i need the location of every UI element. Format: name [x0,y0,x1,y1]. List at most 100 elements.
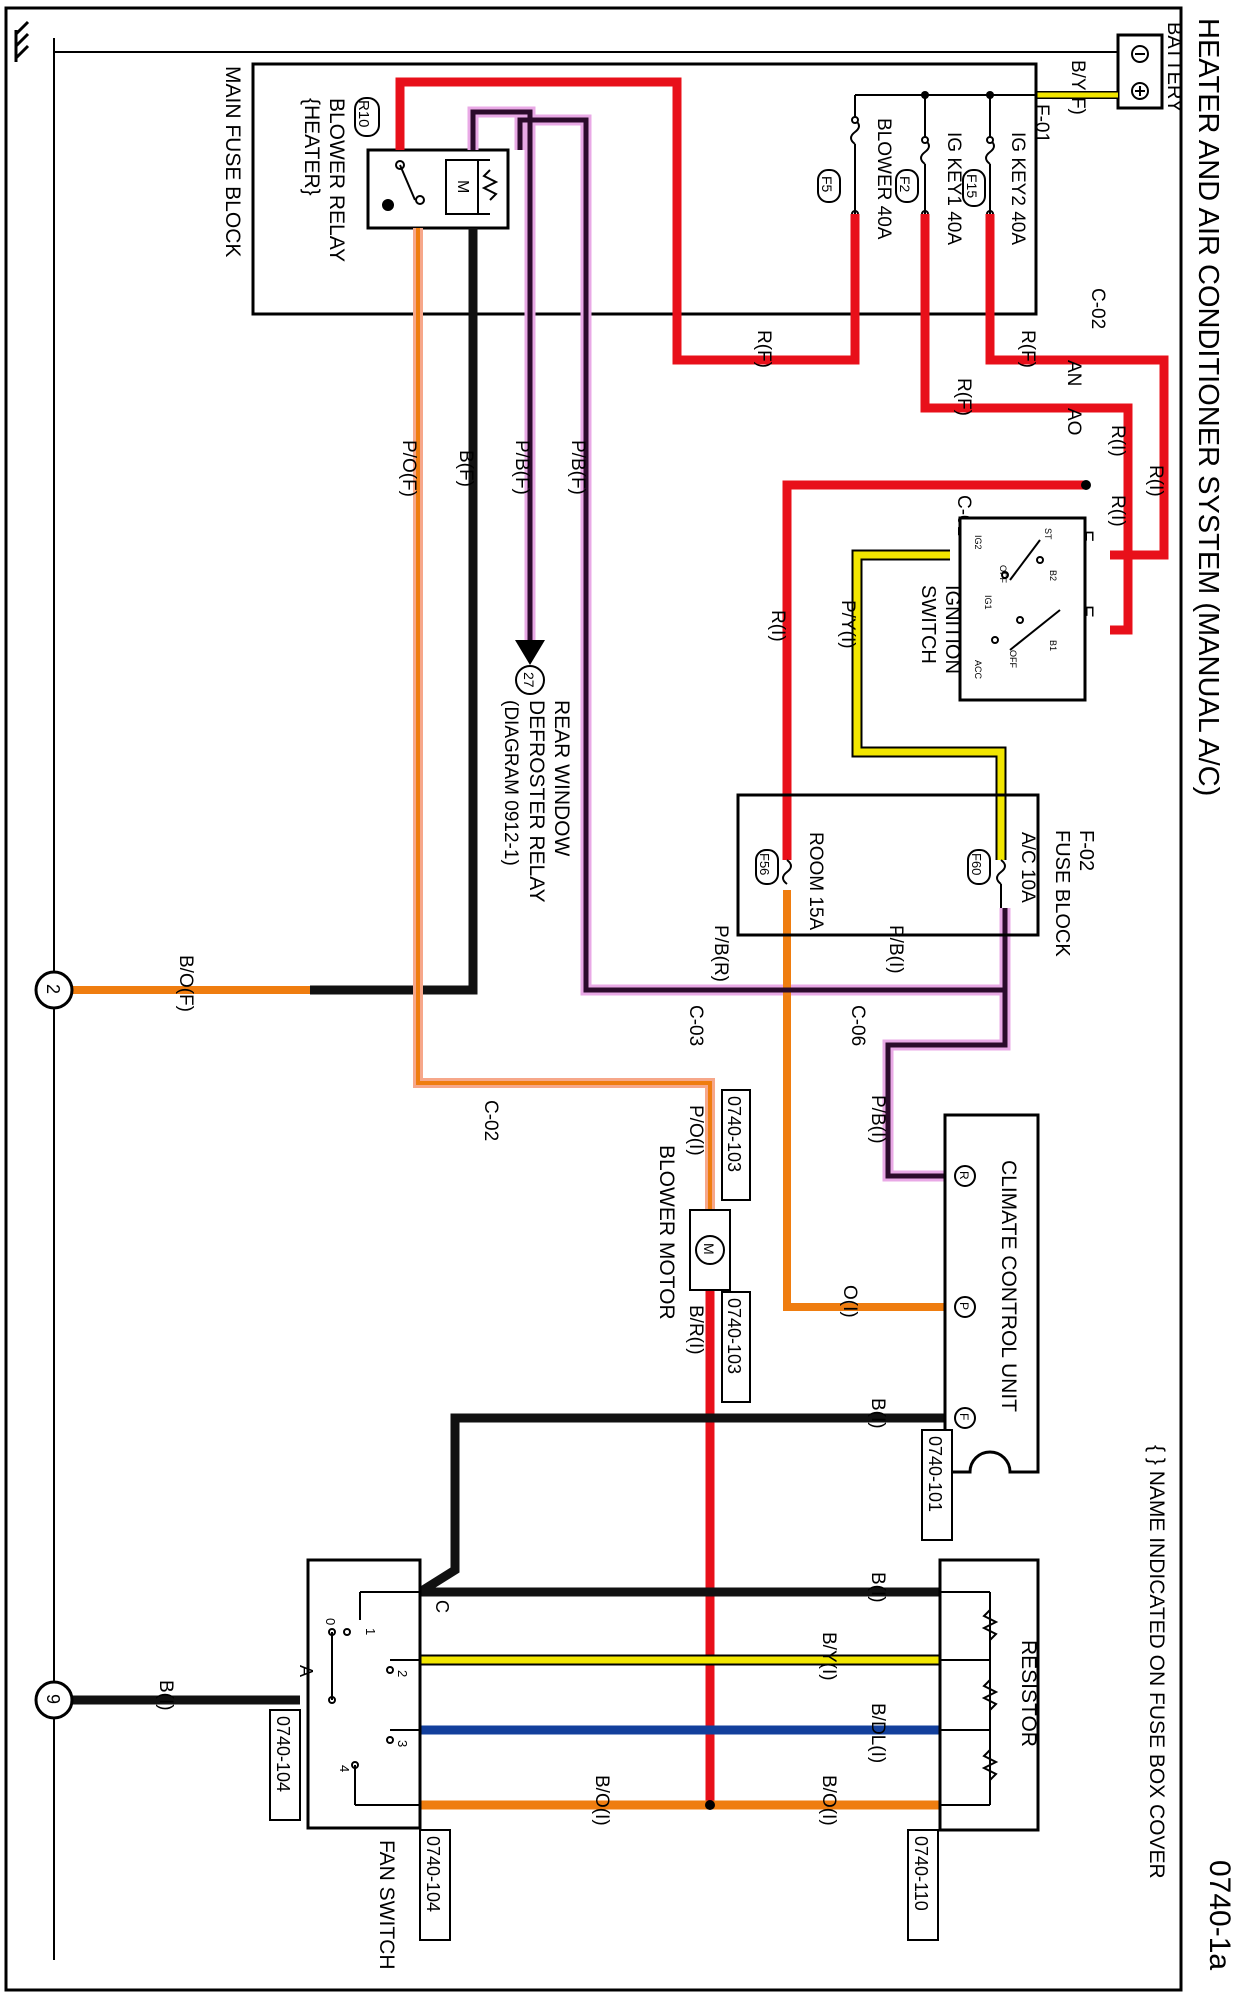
label-bi-1: B(I) [867,1398,888,1429]
relay-id: R10 [355,100,372,128]
fuse-f15-badge [962,169,986,207]
blower-ref-out: 0740-103 [724,1298,744,1374]
climate-pin-f: F [957,1413,971,1420]
fuse-f2-id: F2 [897,176,913,193]
label-rf-3: R(F) [953,378,974,416]
label-pof: P/O(F) [398,440,419,497]
page-title: HEATER AND AIR CONDITIONER SYSTEM (MANUA… [1192,18,1224,796]
fuse-f5-icon [850,116,860,218]
label-bri: B/R(I) [685,1305,706,1355]
ignition-label-1: IGNITION [941,585,963,674]
label-poi: P/O(I) [685,1105,706,1156]
conn-c02-bottom: C-02 [480,1100,501,1141]
fan-ref-c-box [419,1829,451,1941]
fuse-f15-name: IG KEY2 40A [1007,132,1028,245]
climate-pin-f-icon [954,1407,976,1429]
main-fuse-block-label: MAIN FUSE BLOCK [221,66,244,257]
ignition-label-2: SWITCH [917,585,939,664]
defroster-arrow-icon [515,640,545,665]
label-pbi-2: P/B(I) [867,1095,888,1144]
fuse-f5-name: BLOWER 40A [873,118,894,240]
resistor-ref-box [907,1829,939,1941]
fan-pos-2: 2 [395,1670,410,1677]
wire-pbf-defrost [470,109,533,640]
blower-motor-label: BLOWER MOTOR [655,1145,678,1320]
label-bof: B/O(F) [175,955,196,1012]
fan-pos-4: 4 [337,1765,352,1772]
battery-connector-label: F-01 [1031,104,1052,143]
label-rf-2: R(F) [1017,330,1038,368]
fuse-f60-icon [996,859,1006,908]
climate-control-label: CLIMATE CONTROL UNIT [997,1160,1020,1412]
fuse-block-f02-label: FUSE BLOCK [1051,830,1073,957]
label-bi-3: B(I) [155,1680,176,1711]
wire-ig-key2 [985,214,1169,560]
defroster-ref-badge [515,665,545,695]
label-ri-1: R(I) [1145,465,1166,497]
label-byi: B/Y(I) [818,1632,839,1681]
blower-motor-icon [695,1235,725,1265]
fuse-f5-id: F5 [819,176,835,193]
label-ri-3: R(I) [1107,495,1128,527]
battery-label: BATTERY [1163,22,1185,112]
relay-m-symbol: M [454,180,471,193]
climate-ref: 0740-101 [925,1436,945,1512]
ign-pos-off1: OFF [998,565,1008,583]
fan-ref-c: 0740-104 [423,1836,443,1912]
ground-2-icon [34,970,74,1010]
fuse-box-note: { } NAME INDICATED ON FUSE BOX COVER [1145,1445,1168,1879]
fan-ref-a-box [269,1709,301,1821]
climate-pin-p-icon [954,1296,976,1318]
conn-ao: AO [1063,408,1084,435]
ground-9-label: 9 [43,1694,63,1704]
wire-pof [416,228,712,1210]
ign-pos-st: ST [1043,528,1053,540]
main-fuse-block [251,62,1038,316]
ignition-switch [958,516,1087,702]
climate-control-unit [943,1113,1040,1474]
fuse-f56-id: F56 [757,853,772,875]
fan-pin-a: A [296,1665,316,1677]
defroster-line1: REAR WINDOW [550,700,573,857]
label-boi-1: B/O(I) [818,1775,839,1826]
battery-wire-label: B/Y(F) [1067,60,1088,115]
blower-ref-in: 0740-103 [724,1096,744,1172]
fuse-f15-id: F15 [964,174,980,198]
ign-pos-ig1: IG1 [983,595,993,610]
label-pbf-2: P/B(F) [511,440,532,495]
blower-ref-out-box [721,1291,751,1403]
fuse-f2-name: IG KEY1 40A [943,132,964,245]
wire-bi-main [404,1413,945,1597]
relay-contact-icon [382,160,425,211]
label-bdli: B/DL(I) [867,1703,888,1763]
fuse-block-f02-connector: F-02 [1075,830,1097,871]
wire-room-feed [782,480,1086,860]
label-ri-4: R(I) [767,610,788,642]
ground-2-label: 2 [43,984,63,994]
climate-pin-r-icon [954,1165,976,1187]
label-bf: B(F) [455,450,476,487]
resistor-label: RESISTOR [1017,1640,1040,1747]
label-rf-1: R(F) [753,330,774,368]
page-id: 0740-1a [1203,1860,1236,1970]
ign-pos-off2: OFF [1008,650,1018,668]
label-pbf-1: P/B(F) [567,440,588,495]
fuse-f56-badge [755,849,779,885]
ign-pos-acc: ACC [973,660,983,680]
climate-pin-r: R [957,1171,971,1180]
defroster-line3: (DIAGRAM 0912-1) [500,700,521,866]
fan-pin-c: C [432,1600,452,1613]
resistor-ref: 0740-110 [911,1836,931,1911]
defroster-ref: 27 [521,672,537,688]
blower-relay-sub: {HEATER} [300,98,323,196]
conn-c02-top: C-02 [1087,288,1108,329]
ign-pos-b1: B1 [1048,640,1058,651]
wire-ig-key1 [920,214,1133,635]
fuse-f2-badge [895,169,919,203]
fan-switch [306,1558,422,1830]
resistor-icon [940,1591,999,1806]
fan-switch-icon [328,1591,420,1806]
conn-c03: C-03 [685,1005,706,1046]
wire-pyi [853,551,1005,860]
blower-ref-in-box [721,1089,751,1201]
